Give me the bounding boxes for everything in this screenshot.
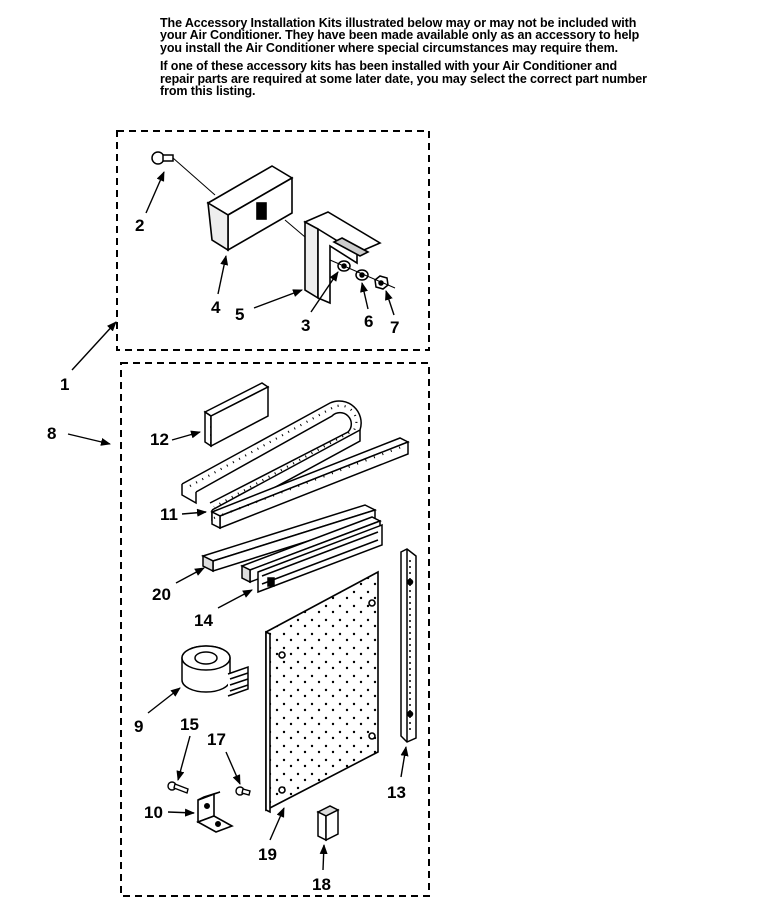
callout-5: 5 [235,305,244,324]
leader-6 [360,282,369,310]
panel-part-19 [265,570,379,814]
leader-1 [71,321,117,371]
mounting-angle-part-5 [303,211,382,305]
leader-2 [145,171,165,214]
leader-14 [217,589,253,609]
leader-8 [67,433,111,446]
leader-13 [400,746,409,778]
clip-bracket-part-10 [196,791,234,833]
leader-10 [167,808,195,817]
cover-bracket-part-4 [206,165,319,252]
callout-1: 1 [60,375,69,394]
callout-15: 15 [180,715,199,734]
track-part-14 [240,516,383,594]
block-part-18 [316,805,340,842]
callout-3: 3 [301,316,310,335]
leader-20 [175,567,205,584]
bolt-line [329,259,396,289]
intro-text: The Accessory Installation Kits illustra… [160,17,650,103]
leader-3 [310,271,339,313]
callout-14: 14 [194,611,213,630]
long-gasket-strip [210,437,410,530]
leader-7 [385,290,395,316]
intro-paragraph-2: If one of these accessory kits has been … [160,59,647,99]
leader-5 [253,289,303,309]
leader-19 [269,807,285,841]
leader-4 [217,255,229,295]
leader-15 [176,735,191,781]
callout-7: 7 [390,318,399,337]
callout-20: 20 [152,585,171,604]
callout-9: 9 [134,717,143,736]
screw-part-2 [151,151,216,196]
callout-6: 6 [364,312,373,331]
leader-17 [225,751,241,785]
side-rail-part-13 [400,548,417,743]
foam-strip-part-12 [203,382,270,448]
callout-8: 8 [47,424,56,443]
leader-12 [171,430,201,441]
leader-11 [181,508,207,517]
leader-18 [319,844,328,871]
callout-17: 17 [207,730,226,749]
callout-13: 13 [387,783,406,802]
screw-part-15 [167,781,189,794]
intro-paragraph-1: The Accessory Installation Kits illustra… [160,16,640,55]
callout-18: 18 [312,875,331,894]
screw-part-17 [235,786,251,796]
callout-12: 12 [150,430,169,449]
callout-19: 19 [258,845,277,864]
callout-11: 11 [160,505,178,524]
tape-roll-part-9 [181,645,249,697]
leader-9 [147,687,181,714]
callout-10: 10 [144,803,163,822]
callout-2: 2 [135,216,144,235]
kit-1-box [116,130,430,351]
callout-4: 4 [211,298,221,317]
